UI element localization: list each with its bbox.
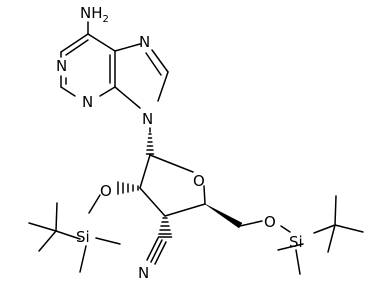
c2-silicon-label: Si bbox=[76, 228, 90, 246]
c3-hashed-bond bbox=[157, 217, 173, 238]
c5-oxygen-label: O bbox=[264, 213, 276, 231]
c2-oxygen-label: O bbox=[100, 182, 112, 200]
nitrile-triple-bond bbox=[146, 237, 167, 265]
ring-oxygen-label: O bbox=[193, 172, 205, 190]
amino-n-label: NH2 bbox=[80, 4, 109, 25]
c5-otbs-group bbox=[239, 195, 364, 275]
c2-hashed-bond bbox=[117, 181, 139, 195]
sugar-ring bbox=[139, 154, 206, 217]
c2-otbs-group bbox=[28, 194, 121, 273]
n3-label: N bbox=[82, 93, 93, 111]
glycosidic-hashed-bond bbox=[145, 127, 155, 155]
c5-silicon-label: Si bbox=[289, 233, 303, 251]
n1-label: N bbox=[56, 57, 67, 75]
pyrimidine-ring bbox=[60, 21, 116, 97]
imidazole-ring bbox=[114, 43, 169, 109]
n9-label: N bbox=[142, 110, 153, 128]
n7-label: N bbox=[139, 33, 150, 51]
nitrile-n-label: N bbox=[138, 264, 149, 282]
c4-wedge-bond bbox=[204, 203, 243, 229]
